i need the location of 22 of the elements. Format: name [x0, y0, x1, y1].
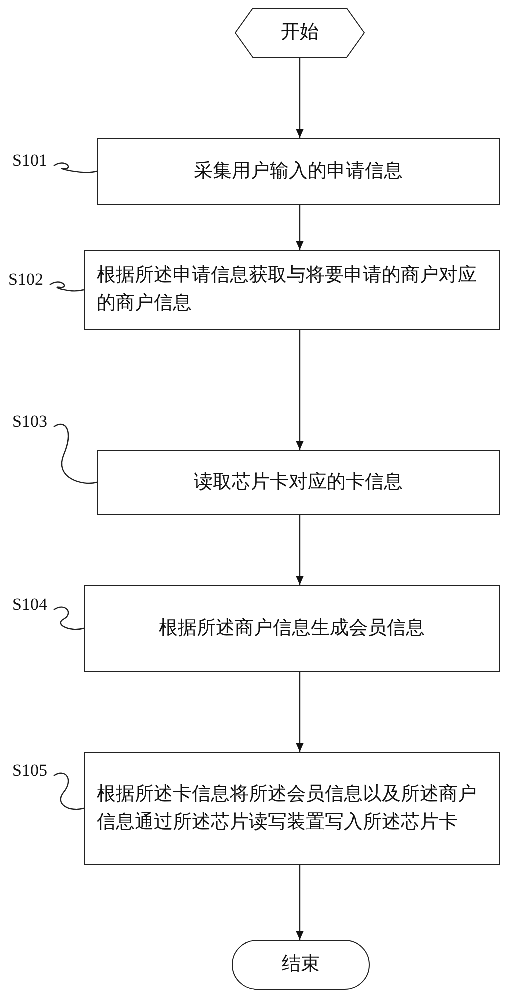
arrow	[296, 205, 304, 250]
arrow	[296, 865, 304, 940]
process-box: 根据所述商户信息生成会员信息	[84, 585, 500, 672]
leader-line	[50, 282, 84, 292]
process-box: 根据所述申请信息获取与将要申请的商户对应的商户信息	[84, 250, 500, 330]
leader-line	[54, 424, 98, 484]
step-label: S101	[12, 150, 48, 172]
arrow	[296, 515, 304, 585]
leader-line	[54, 772, 84, 810]
arrow	[296, 58, 304, 138]
step-label: S103	[12, 410, 48, 433]
step-label: S104	[12, 594, 48, 616]
process-box: 根据所述卡信息将所述会员信息以及所述商户信息通过所述芯片读写装置写入所述芯片卡	[84, 752, 500, 865]
step-label: S102	[8, 268, 44, 291]
process-box: 采集用户输入的申请信息	[97, 138, 500, 205]
arrow	[296, 672, 304, 752]
step-text: 开始	[281, 20, 319, 46]
step-label: S105	[12, 760, 48, 782]
end-terminal: 结束	[232, 940, 370, 990]
process-box: 读取芯片卡对应的卡信息	[97, 450, 500, 515]
arrow	[296, 330, 304, 450]
leader-line	[54, 162, 98, 174]
